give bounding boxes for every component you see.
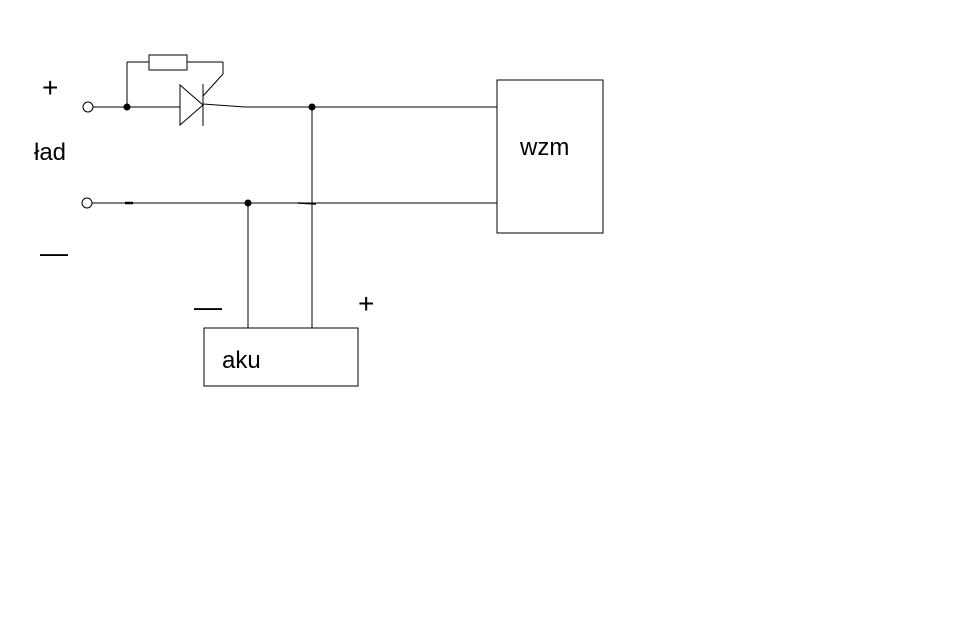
positive-rail bbox=[93, 103, 497, 108]
battery-plus-sign: + bbox=[358, 288, 374, 319]
input-minus-sign: — bbox=[40, 237, 68, 268]
battery-box bbox=[203, 327, 359, 387]
thyristor bbox=[179, 83, 204, 127]
input-terminal-positive bbox=[82, 101, 94, 113]
battery-minus-sign: — bbox=[194, 291, 222, 322]
negative-rail bbox=[92, 201, 497, 205]
input-terminal-negative bbox=[81, 197, 93, 209]
junction-dot bbox=[123, 103, 131, 111]
amplifier-label: wzm bbox=[519, 134, 569, 161]
resistor bbox=[148, 54, 188, 71]
input-plus-sign: + bbox=[42, 72, 58, 103]
amplifier-box bbox=[496, 79, 604, 234]
battery-label: aku bbox=[222, 347, 261, 374]
battery-leads bbox=[247, 107, 313, 328]
input-name-label: ład bbox=[34, 139, 66, 166]
resistor-branch bbox=[126, 54, 224, 107]
